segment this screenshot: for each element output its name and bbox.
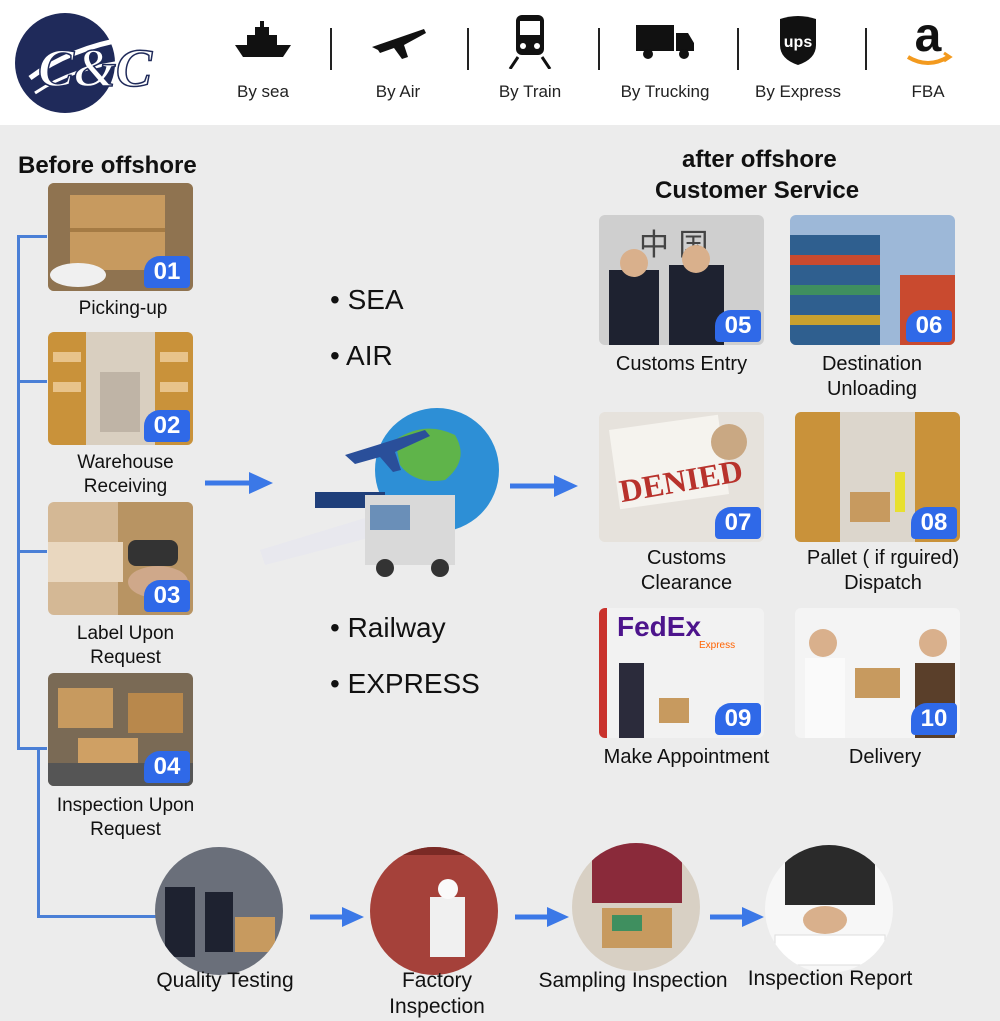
- inspection-label-sampling-inspection: Sampling Inspection: [538, 969, 728, 992]
- step-number: 02: [144, 410, 190, 442]
- mode-by-express: ups By Express: [738, 10, 858, 115]
- transport-illustration: [255, 400, 500, 585]
- photo-pallet-dispatch: 08: [795, 412, 960, 542]
- arrow-right-icon: [515, 907, 569, 927]
- header-divider: [865, 28, 867, 70]
- mode-fba: a FBA: [868, 10, 988, 115]
- airplane-icon: [345, 430, 430, 472]
- logo-text: C&C: [38, 38, 153, 98]
- step-number: 09: [715, 703, 761, 735]
- airplane-icon: [338, 10, 458, 72]
- before-offshore-title: Before offshore: [18, 152, 197, 179]
- ship-icon: [203, 10, 323, 72]
- company-logo: C&C: [10, 8, 160, 118]
- arrow-right-icon: [205, 472, 273, 494]
- inspection-label-inspection-report: Inspection Report: [747, 967, 913, 990]
- mode-label: By Express: [755, 82, 841, 101]
- photo-customs-clearance: DENIED 07: [599, 412, 764, 542]
- flow-line-vertical: [17, 235, 20, 750]
- mode-by-train: By Train: [470, 10, 590, 115]
- photo-quality-testing: [155, 847, 283, 975]
- header-divider: [467, 28, 469, 70]
- header-bar: C&C By sea By Air By Train By Trucking u…: [0, 0, 1000, 125]
- photo-factory-inspection: [370, 847, 498, 975]
- mode-label: By Trucking: [620, 82, 710, 101]
- step-label-inspection-upon-request: Inspection Upon Request: [56, 795, 195, 840]
- mode-label: FBA: [911, 82, 945, 101]
- photo-customs-entry: 中 国 05: [599, 215, 764, 345]
- mode-label: By Train: [498, 82, 562, 101]
- photo-delivery: 10: [795, 608, 960, 738]
- step-number: 08: [911, 507, 957, 539]
- train-icon: [470, 10, 590, 72]
- header-divider: [330, 28, 332, 70]
- step-number: 06: [906, 310, 952, 342]
- transport-bullet-air: • AIR: [330, 340, 393, 371]
- step-label-customs-entry: Customs Entry: [615, 353, 748, 375]
- mode-by-air: By Air: [338, 10, 458, 115]
- after-offshore-subtitle: Customer Service: [655, 177, 860, 204]
- svg-text:FedEx: FedEx: [617, 611, 701, 642]
- train-icon: [260, 515, 380, 565]
- flow-line-branch: [17, 235, 47, 238]
- step-number: 10: [911, 703, 957, 735]
- step-label-customs-clearance: Customs Clearance: [640, 547, 733, 594]
- flow-line-to-quality: [37, 915, 157, 918]
- step-label-picking-up: Picking-up: [78, 298, 168, 319]
- inspection-label-factory-inspection: Factory Inspection: [389, 969, 485, 1019]
- arrow-right-icon: [710, 907, 764, 927]
- step-number: 03: [144, 580, 190, 612]
- photo-destination-unloading: 06: [790, 215, 955, 345]
- step-label-label-upon-request: Label Upon Request: [76, 623, 175, 668]
- amazon-icon: a: [868, 10, 988, 72]
- mode-by-sea: By sea: [203, 10, 323, 115]
- step-number: 05: [715, 310, 761, 342]
- photo-picking-up: 01: [48, 183, 193, 291]
- step-number: 04: [144, 751, 190, 783]
- photo-sampling-inspection: [572, 843, 700, 971]
- transport-bullet-railway: • Railway: [330, 612, 446, 643]
- photo-inspection-report: [765, 845, 893, 973]
- mode-label: By Air: [375, 82, 421, 101]
- flow-line-branch: [17, 550, 47, 553]
- step-label-warehouse-receiving: Warehouse Receiving: [77, 452, 174, 497]
- step-label-delivery: Delivery: [848, 746, 922, 768]
- header-divider: [737, 28, 739, 70]
- transport-bullet-express: • EXPRESS: [330, 668, 480, 699]
- step-label-destination-unloading: Destination Unloading: [821, 353, 923, 400]
- step-number: 01: [144, 256, 190, 288]
- flow-line-branch: [17, 380, 47, 383]
- mode-by-trucking: By Trucking: [605, 10, 725, 115]
- header-divider: [598, 28, 600, 70]
- photo-warehouse-receiving: 02: [48, 332, 193, 445]
- mode-label: By sea: [237, 82, 289, 101]
- transport-bullet-sea: • SEA: [330, 284, 404, 315]
- step-number: 07: [715, 507, 761, 539]
- ups-icon: ups: [738, 10, 858, 72]
- svg-text:a: a: [915, 11, 942, 62]
- svg-text:ups: ups: [784, 34, 813, 51]
- arrow-right-icon: [510, 475, 578, 497]
- flow-line-down: [37, 750, 40, 918]
- step-label-make-appointment: Make Appointment: [603, 746, 770, 768]
- svg-text:Express: Express: [699, 640, 735, 651]
- arrow-right-icon: [310, 907, 364, 927]
- inspection-label-quality-testing: Quality Testing: [156, 969, 294, 992]
- photo-inspection-upon-request: 04: [48, 673, 193, 786]
- step-label-pallet-dispatch: Pallet ( if rguired) Dispatch: [806, 547, 960, 594]
- truck-icon: [605, 10, 725, 72]
- photo-label-upon-request: 03: [48, 502, 193, 615]
- flow-line-branch: [17, 747, 47, 750]
- after-offshore-title: after offshore: [682, 146, 837, 173]
